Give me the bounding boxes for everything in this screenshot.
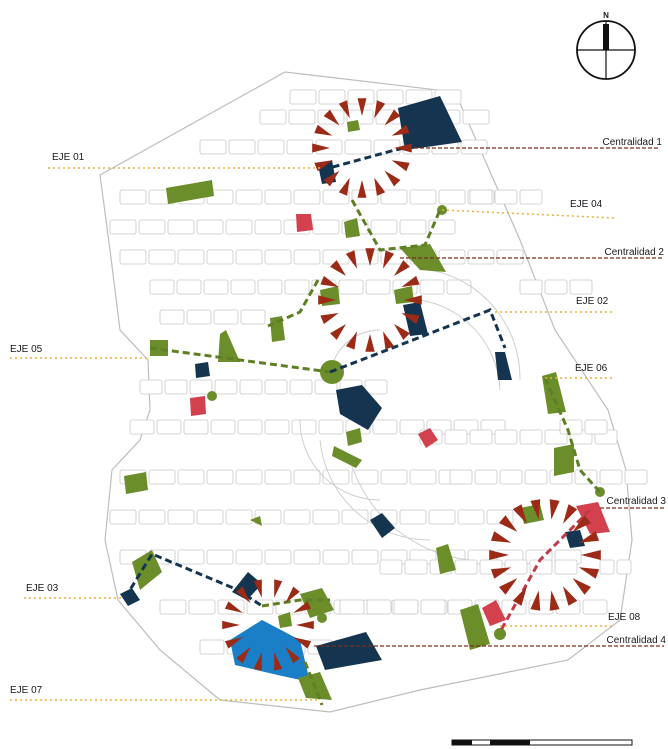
centrality-ray <box>404 295 422 305</box>
centrality-ray <box>572 515 591 532</box>
centrality-ray <box>384 170 401 187</box>
centrality-ray <box>394 143 412 153</box>
centrality-ray <box>383 250 395 269</box>
centrality-ray <box>394 324 410 340</box>
axis-label-eje02: EJE 02 <box>576 296 609 307</box>
centrality-leaders <box>314 147 664 647</box>
centrality-ray <box>530 499 541 520</box>
centrality-ray <box>224 601 243 613</box>
axis-label-eje03: EJE 03 <box>26 583 59 594</box>
centrality-ray <box>318 295 336 305</box>
centrality-ray <box>512 504 527 524</box>
centrality-ray <box>323 170 340 187</box>
centrality-ray <box>330 324 346 340</box>
centrality-ray <box>549 499 560 520</box>
green-spaces <box>124 120 574 700</box>
centrality-ray <box>236 646 251 664</box>
centrality-label-4: Centralidad 4 <box>607 635 667 646</box>
centrality-ray <box>293 601 312 613</box>
centrality-ray <box>578 567 600 579</box>
centrality-ray <box>365 248 375 266</box>
centrality-ray <box>490 567 512 579</box>
centrality-ray <box>384 109 401 126</box>
axis-label-eje07: EJE 07 <box>10 685 43 696</box>
scale-bar <box>451 739 633 746</box>
centrality-ray <box>296 620 314 630</box>
north-arrow: N <box>576 11 636 80</box>
centrality-ray <box>285 586 300 604</box>
centrality-ray <box>236 586 251 604</box>
centrality-ray <box>499 578 518 595</box>
axis-label-eje08: EJE 08 <box>608 612 641 623</box>
centrality-ray <box>293 637 312 649</box>
centrality-label-1: Centralidad 1 <box>603 137 663 148</box>
blue-area <box>230 620 310 682</box>
centrality-4-marker <box>222 579 314 671</box>
centrality-ray <box>253 652 262 671</box>
centrality-ray <box>489 550 509 560</box>
equipment-blocks <box>120 96 585 670</box>
north-label: N <box>603 11 609 20</box>
centrality-ray <box>314 124 333 136</box>
centrality-ray <box>401 313 420 325</box>
centrality-ray <box>563 504 578 524</box>
centrality-ray <box>274 579 283 598</box>
centrality-ray <box>312 143 330 153</box>
centrality-ray <box>499 515 518 532</box>
centrality-ray <box>401 275 420 287</box>
centrality-label-2: Centralidad 2 <box>605 247 665 258</box>
axis-label-eje06: EJE 06 <box>575 363 608 374</box>
centrality-3-marker <box>489 499 601 611</box>
centrality-ray <box>338 100 350 119</box>
centrality-label-3: Centralidad 3 <box>607 496 667 507</box>
centrality-ray <box>572 578 591 595</box>
centrality-ray <box>285 646 300 664</box>
centrality-ray <box>490 531 512 543</box>
centrality-ray <box>345 250 357 269</box>
centrality-ray <box>383 331 395 350</box>
centrality-ray <box>374 100 386 119</box>
centrality-ray <box>330 260 346 276</box>
red-lots <box>190 214 610 626</box>
centrality-ray <box>394 260 410 276</box>
centrality-ray <box>338 177 350 196</box>
centrality-1-marker <box>312 98 412 198</box>
centrality-ray <box>320 313 339 325</box>
centrality-ray <box>222 620 240 630</box>
axis-label-eje05: EJE 05 <box>10 344 43 355</box>
axis-label-eje04: EJE 04 <box>570 199 603 210</box>
centrality-ray <box>512 586 527 606</box>
centrality-ray <box>253 579 262 598</box>
centrality-ray <box>320 275 339 287</box>
centrality-ray <box>530 590 541 611</box>
centrality-2-marker <box>318 248 422 352</box>
centrality-ray <box>578 531 600 543</box>
centrality-ray <box>274 652 283 671</box>
centrality-ray <box>549 590 560 611</box>
axis-label-eje01: EJE 01 <box>52 152 85 163</box>
centrality-ray <box>365 334 375 352</box>
centrality-ray <box>581 550 601 560</box>
axis-leaders <box>10 167 615 701</box>
centrality-ray <box>224 637 243 649</box>
centrality-ray <box>391 124 410 136</box>
centrality-ray <box>357 98 367 116</box>
centrality-ray <box>391 160 410 172</box>
centrality-ray <box>374 177 386 196</box>
centrality-ray <box>323 109 340 126</box>
axis-paths <box>123 144 602 706</box>
centrality-ray <box>563 586 578 606</box>
centrality-ray <box>345 331 357 350</box>
centrality-ray <box>357 180 367 198</box>
